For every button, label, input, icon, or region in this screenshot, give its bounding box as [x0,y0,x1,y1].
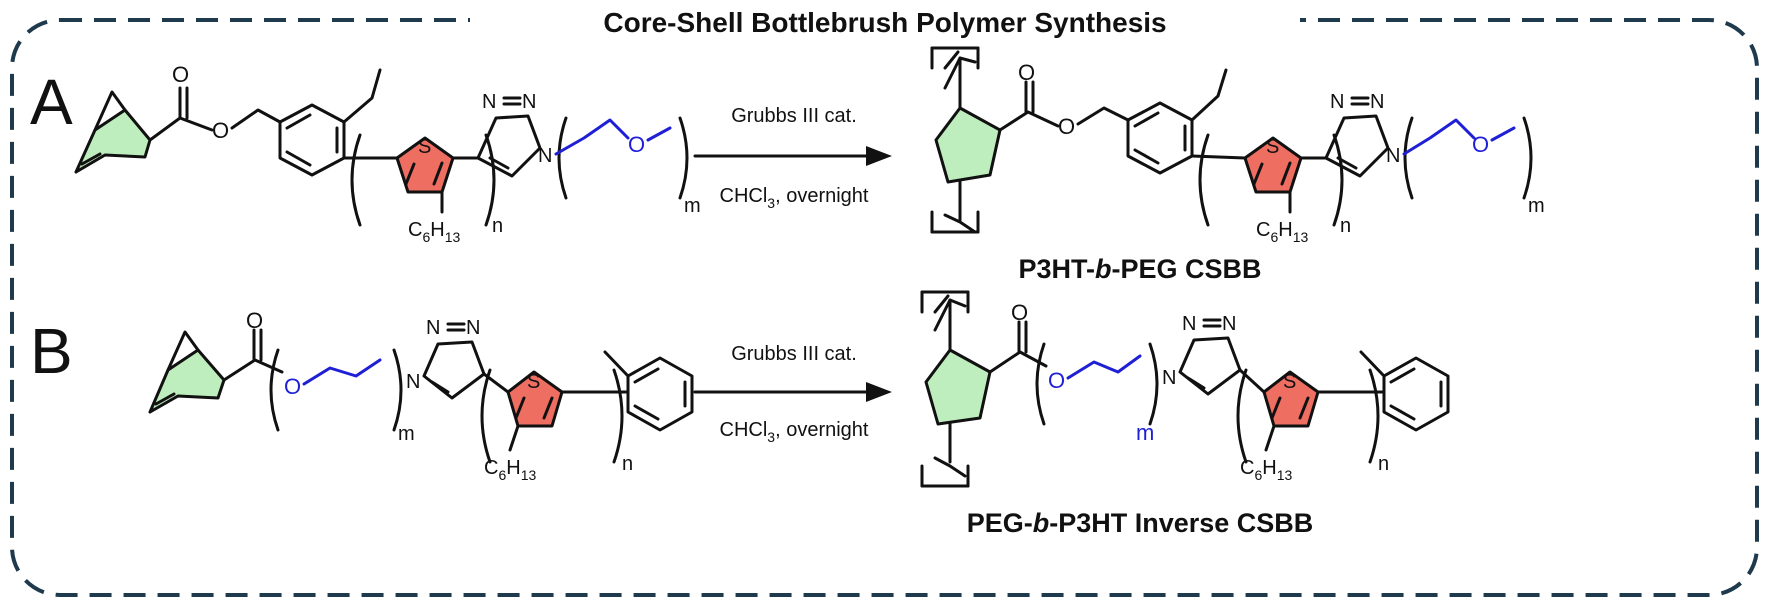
triazole-n3-b: N [406,371,420,393]
product-b: O O m N N N n S C6H13 [920,290,1450,488]
scheme-title: Core-Shell Bottlebrush Polymer Synthesis [603,7,1166,38]
benzene-ring-pb [1382,356,1450,432]
repeat-n-a: n [492,215,503,237]
repeat-m-a: m [684,195,701,217]
repeat-n-pa: n [1340,215,1351,237]
repeat-m-pb: m [1136,420,1154,445]
triazole-n2-pb: N [1222,313,1236,335]
triazole-n3-pa: N [1386,145,1400,167]
carbonyl-oxygen-pa: O [1018,60,1035,85]
triazole-ring-pa [1324,114,1390,178]
product-name-a: P3HT-b-PEG CSBB [1018,254,1261,284]
ester-oxygen-a: O [212,118,229,143]
hexyl-b: C6H13 [484,457,536,483]
product-name-b: PEG-b-P3HT Inverse CSBB [967,508,1314,538]
carbonyl-oxygen-a: O [172,62,189,87]
thiophene-ring-b [508,372,562,426]
reaction-arrow-b: Grubbs III cat. CHCl3, overnight [693,343,892,445]
triazole-n1-pb: N [1182,313,1196,335]
thiophene-ring-pa [1245,138,1301,192]
monomer-b: O O m N N N n S C6H13 [148,308,694,483]
reagent-a: Grubbs III cat. [731,105,857,127]
thiophene-ring-pb [1264,372,1318,426]
triazole-n2-b: N [466,317,480,339]
panel-label-a: A [30,66,73,138]
repeat-n-b: n [622,453,633,475]
triazole-ring-a [476,114,542,178]
hexyl-pb: C6H13 [1240,457,1292,483]
triazole-n3-pb: N [1162,367,1176,389]
carbonyl-oxygen-pb: O [1011,300,1028,325]
ester-oxygen-pa: O [1058,114,1075,139]
peg-oxygen-a: O [628,132,645,157]
monomer-a: O O n S C6H13 N N N O [74,62,701,245]
triazole-ring-b [422,340,486,400]
benzene-ring-pa [1126,101,1194,175]
repeat-m-b: m [398,423,415,445]
thiophene-ring-a [397,138,453,192]
peg-oxygen-b: O [284,374,301,399]
cyclopentane-ring-b [926,350,990,424]
sulfur-pa: S [1266,136,1279,158]
carbonyl-oxygen-b: O [246,308,263,333]
dashed-frame [10,18,1759,597]
hexyl-a: C6H13 [408,219,460,245]
repeat-n-pb: n [1378,453,1389,475]
peg-oxygen-pa: O [1472,132,1489,157]
reagent-b: Grubbs III cat. [731,343,857,365]
triazole-ring-pb [1178,336,1242,396]
reaction-arrow-a: Grubbs III cat. CHCl3, overnight [693,105,892,211]
triazole-n2-a: N [522,91,536,113]
panel-label-b: B [30,315,73,387]
triazole-n3-a: N [538,145,552,167]
cyclopentane-ring-a [936,108,1000,182]
triazole-n1-b: N [426,317,440,339]
triazole-n2-pa: N [1370,91,1384,113]
conditions-a: CHCl3, overnight [720,185,869,211]
sulfur-a: S [418,136,431,158]
triazole-n1-a: N [482,91,496,113]
hexyl-pa: C6H13 [1256,219,1308,245]
title-background [470,2,1300,42]
benzene-ring-b [626,356,694,432]
triazole-n1-pa: N [1330,91,1344,113]
peg-oxygen-pb: O [1048,368,1065,393]
conditions-b: CHCl3, overnight [720,419,869,445]
benzene-ring-a [278,103,346,177]
sulfur-pb: S [1283,371,1296,393]
product-a: O O n S C6H13 N N N O [930,46,1545,245]
repeat-m-pa: m [1528,195,1545,217]
sulfur-b: S [527,371,540,393]
